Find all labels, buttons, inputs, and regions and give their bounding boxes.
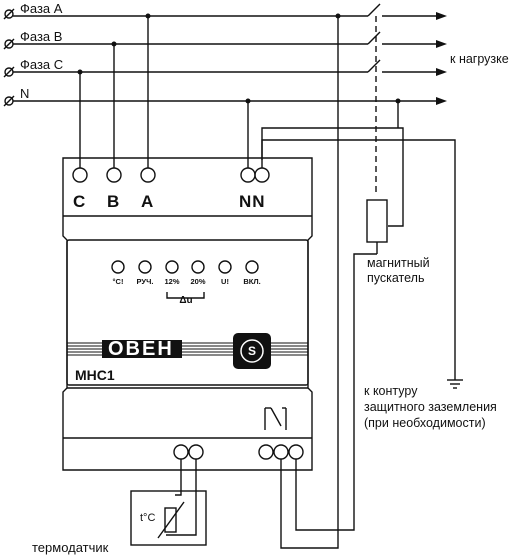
label-ground-line2: защитного заземления — [364, 400, 497, 414]
label-phase-b: Фаза B — [20, 29, 63, 44]
label-ground-line1: к контуру — [364, 384, 418, 398]
terminal-label-a: A — [141, 192, 155, 211]
delta-u-label: Δu — [179, 295, 193, 306]
logo-band — [67, 333, 308, 369]
label-load: к нагрузке — [450, 52, 509, 66]
arrows — [436, 12, 447, 105]
label-phase-a: Фаза A — [20, 1, 63, 16]
indicator-label-on: ВКЛ. — [243, 277, 261, 286]
label-ground-line3: (при необходимости) — [364, 416, 486, 430]
indicator-label-manual: РУЧ. — [136, 277, 154, 286]
s-badge-icon: S — [247, 344, 256, 358]
label-phase-c: Фаза C — [20, 57, 64, 72]
sensor-symbol: t°C — [140, 512, 156, 524]
indicator-label-temp: °C! — [112, 277, 124, 286]
line-phase-a — [3, 8, 436, 20]
model-name: МНС1 — [75, 367, 115, 383]
contactor-contacts — [367, 3, 381, 196]
label-neutral: N — [20, 86, 30, 101]
terminal-label-b: B — [107, 192, 121, 211]
indicator-label-12: 12% — [164, 277, 180, 286]
line-phase-b — [3, 38, 436, 50]
indicator-label-u: U! — [221, 277, 229, 286]
terminal-label-n: NN — [239, 192, 266, 211]
brand-logo: ОВЕН — [108, 338, 174, 360]
label-contactor-line2: пускатель — [367, 271, 425, 285]
label-contactor-line1: магнитный — [367, 256, 430, 270]
line-neutral — [3, 95, 436, 107]
line-phase-c — [3, 66, 436, 78]
junctions — [77, 13, 401, 104]
label-sensor: термодатчик — [32, 540, 109, 555]
indicator-label-20: 20% — [190, 277, 206, 286]
terminal-label-c: C — [73, 192, 87, 211]
